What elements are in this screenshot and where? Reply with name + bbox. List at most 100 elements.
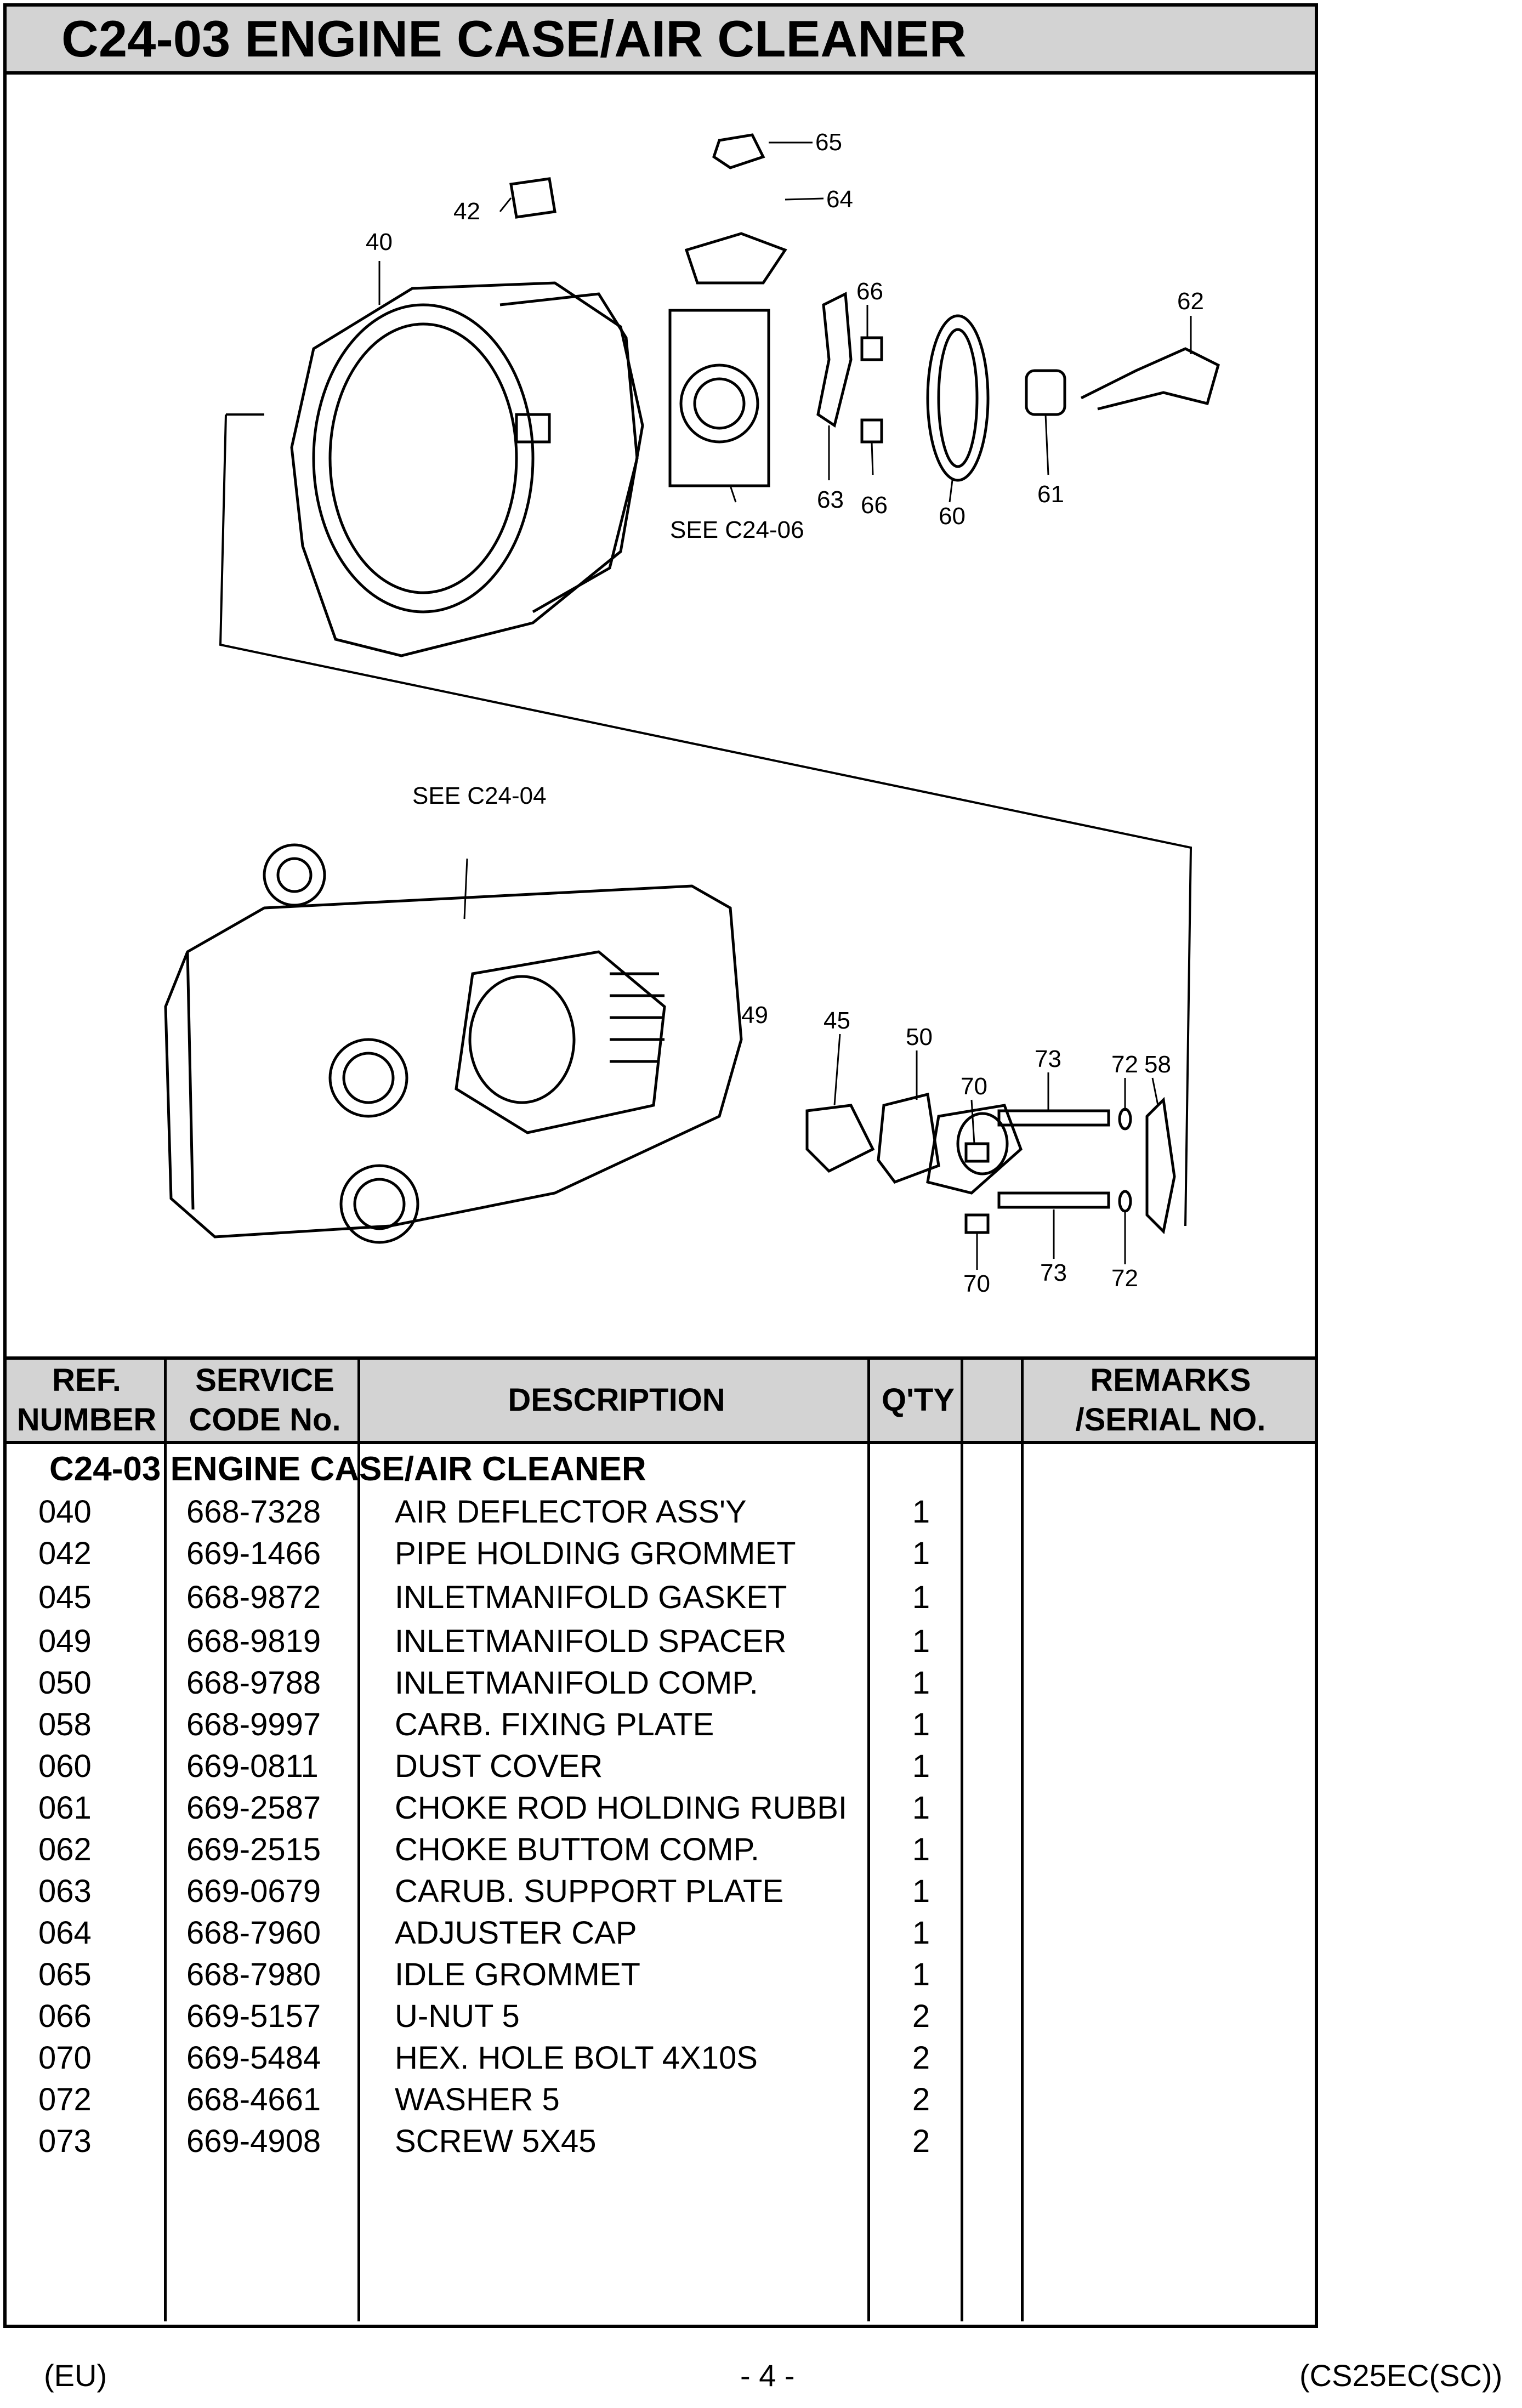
parts-table-header: REF. NUMBER SERVICE CODE No. DESCRIPTION… — [7, 1356, 1315, 1444]
cell-ref: 050 — [38, 1665, 92, 1701]
cell-qty: 1 — [912, 1665, 930, 1701]
table-row: 065 668-7980 IDLE GROMMET 1 — [0, 1954, 1308, 1996]
callout-50: 50 — [906, 1024, 933, 1050]
callout-42: 42 — [453, 198, 480, 225]
screw-top-drawing — [997, 1109, 1110, 1127]
cell-qty: 1 — [912, 1915, 930, 1951]
table-row: 050 668-9788 INLETMANIFOLD COMP. 1 — [0, 1662, 1308, 1704]
cell-qty: 1 — [912, 1536, 930, 1571]
footer-page-number: - 4 - — [740, 2358, 795, 2393]
cell-description: SCREW 5X45 — [395, 2123, 597, 2159]
cell-ref: 040 — [38, 1494, 92, 1530]
table-row: 062 669-2515 CHOKE BUTTOM COMP. 1 — [0, 1829, 1308, 1871]
table-row: 049 668-9819 INLETMANIFOLD SPACER 1 — [0, 1621, 1308, 1662]
cell-ref: 042 — [38, 1536, 92, 1571]
table-row: 060 669-0811 DUST COVER 1 — [0, 1746, 1308, 1787]
table-row: 042 669-1466 PIPE HOLDING GROMMET 1 — [0, 1533, 1308, 1575]
table-row: 064 668-7960 ADJUSTER CAP 1 — [0, 1912, 1308, 1954]
header-ref-number: REF. NUMBER — [16, 1362, 157, 1438]
callout-60: 60 — [939, 503, 966, 530]
title-bar: C24-03 ENGINE CASE/AIR CLEANER — [7, 7, 1315, 75]
cell-description: AIR DEFLECTOR ASS'Y — [395, 1494, 747, 1530]
cell-code: 669-5157 — [186, 1998, 321, 2034]
cell-qty: 1 — [912, 1957, 930, 1992]
cell-code: 668-4661 — [186, 2082, 321, 2117]
cell-qty: 1 — [912, 1494, 930, 1530]
cell-code: 669-1466 — [186, 1536, 321, 1571]
manifold-gasket-drawing — [877, 1092, 940, 1184]
cell-ref: 060 — [38, 1748, 92, 1784]
cell-ref: 066 — [38, 1998, 92, 2034]
cell-qty: 1 — [912, 1623, 930, 1659]
carb-fixing-plate-drawing — [1145, 1097, 1176, 1235]
cell-description: PIPE HOLDING GROMMET — [395, 1536, 796, 1571]
table-row: 058 668-9997 CARB. FIXING PLATE 1 — [0, 1704, 1308, 1746]
header-qty: Q'TY — [881, 1382, 955, 1418]
cell-ref: 072 — [38, 2082, 92, 2117]
header-service-code: SERVICE CODE No. — [189, 1362, 341, 1438]
support-plate-drawing — [816, 292, 853, 428]
engine-case-drawing — [164, 843, 743, 1244]
callout-65: 65 — [815, 129, 842, 156]
cell-qty: 1 — [912, 1707, 930, 1742]
callout-63: 63 — [817, 486, 844, 513]
cell-ref: 063 — [38, 1873, 92, 1909]
cell-code: 669-0811 — [186, 1748, 319, 1784]
header-description: DESCRIPTION — [508, 1382, 725, 1418]
hex-bolt-bottom-drawing — [964, 1213, 990, 1234]
cell-code: 668-7328 — [186, 1494, 321, 1530]
callout-45: 45 — [824, 1007, 850, 1034]
table-row: 073 669-4908 SCREW 5X45 2 — [0, 2121, 1308, 2162]
cell-ref: 073 — [38, 2123, 92, 2159]
diagram-svg: 65 64 42 40 66 62 63 66 60 61 49 45 50 7… — [164, 129, 1220, 1297]
column-divider — [1021, 1356, 1024, 2321]
column-divider — [164, 1356, 167, 2321]
callout-66-bottom: 66 — [861, 492, 888, 519]
cell-description: INLETMANIFOLD SPACER — [395, 1623, 787, 1659]
table-row: 066 669-5157 U-NUT 5 2 — [0, 1996, 1308, 2037]
cell-code: 669-2515 — [186, 1832, 321, 1867]
cell-qty: 1 — [912, 1832, 930, 1867]
column-divider — [867, 1356, 870, 2321]
cell-description: CARUB. SUPPORT PLATE — [395, 1873, 784, 1909]
column-divider — [961, 1356, 963, 2321]
cell-code: 668-9788 — [186, 1665, 321, 1701]
callout-73-bottom: 73 — [1040, 1259, 1067, 1286]
callout-70-top: 70 — [961, 1073, 987, 1100]
washer-bottom-drawing — [1118, 1190, 1132, 1213]
cell-description: INLETMANIFOLD GASKET — [395, 1580, 787, 1615]
cell-ref: 062 — [38, 1832, 92, 1867]
cell-qty: 2 — [912, 2040, 930, 2076]
cell-description: INLETMANIFOLD COMP. — [395, 1665, 758, 1701]
cell-code: 669-2587 — [186, 1790, 321, 1826]
callout-40: 40 — [366, 229, 393, 255]
cell-qty: 1 — [912, 1580, 930, 1615]
cell-code: 669-0679 — [186, 1873, 321, 1909]
column-divider — [357, 1356, 360, 2321]
cell-qty: 1 — [912, 1873, 930, 1909]
table-row: 063 669-0679 CARUB. SUPPORT PLATE 1 — [0, 1871, 1308, 1912]
cell-code: 668-9997 — [186, 1707, 321, 1742]
footer-region: (EU) — [44, 2358, 107, 2393]
dust-cover-drawing — [926, 314, 990, 482]
cell-code: 669-5484 — [186, 2040, 321, 2076]
manifold-spacer-drawing — [805, 1104, 875, 1173]
cell-code: 668-7960 — [186, 1915, 321, 1951]
cell-code: 668-9872 — [186, 1580, 321, 1615]
table-row: 045 668-9872 INLETMANIFOLD GASKET 1 — [0, 1577, 1308, 1618]
screw-bottom-drawing — [997, 1191, 1110, 1209]
header-remarks: REMARKS /SERIAL NO. — [1075, 1362, 1266, 1438]
hex-bolt-top-drawing — [964, 1142, 990, 1163]
exploded-parts-diagram: 65 64 42 40 66 62 63 66 60 61 49 45 50 7… — [7, 75, 1315, 1363]
see-ref-c24-04: SEE C24-04 — [412, 782, 547, 809]
cell-ref: 058 — [38, 1707, 92, 1742]
cell-code: 668-7980 — [186, 1957, 321, 1992]
callout-72-bottom: 72 — [1111, 1265, 1138, 1292]
cell-qty: 1 — [912, 1790, 930, 1826]
cell-qty: 2 — [912, 2123, 930, 2159]
cell-qty: 1 — [912, 1748, 930, 1784]
cell-ref: 065 — [38, 1957, 92, 1992]
cell-code: 668-9819 — [186, 1623, 321, 1659]
callout-49: 49 — [741, 1002, 768, 1029]
callout-61: 61 — [1037, 481, 1064, 508]
